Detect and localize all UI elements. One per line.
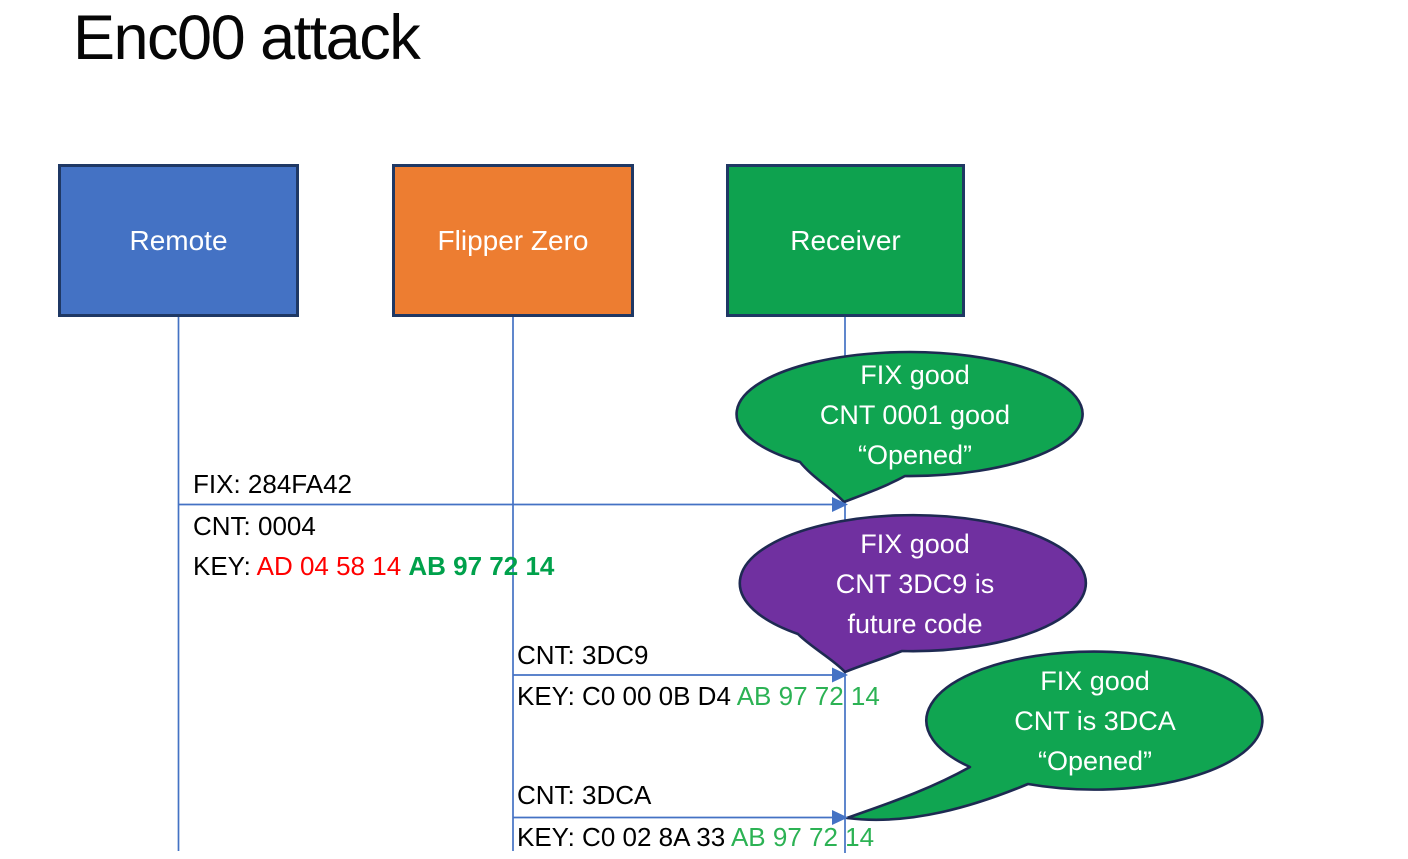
callout-opened-1-text: FIX good CNT 0001 good “Opened”	[742, 352, 1088, 478]
message-1-key: KEY: AD 04 58 14 AB 97 72 14	[193, 551, 554, 581]
callout-line: CNT 3DC9 is	[835, 569, 995, 599]
message-arrow-lines	[178, 503, 834, 819]
callout-line: “Opened”	[1037, 746, 1153, 776]
message-3-key-green-bytes: AB 97 72 14	[730, 822, 875, 852]
message-2-key-green-bytes: AB 97 72 14	[736, 681, 880, 711]
message-1-fix: FIX: 284FA42	[193, 469, 352, 499]
callout-line: FIX good	[860, 360, 970, 390]
message-1-key-green-bytes: AB 97 72 14	[408, 551, 555, 581]
message-2-key-prefix: KEY: C0 00 0B D4	[517, 681, 737, 711]
callout-future-code-bubble	[738, 513, 1088, 674]
callout-opened-1-bubble	[735, 350, 1084, 504]
callout-line: CNT 0001 good	[819, 400, 1011, 430]
actor-label-flipper-zero: Flipper Zero	[437, 224, 589, 256]
actor-label-remote: Remote	[129, 224, 228, 256]
message-2-key: KEY: C0 00 0B D4 AB 97 72 14	[517, 681, 880, 711]
message-1-arrowhead	[832, 497, 848, 512]
message-1-key-red-bytes: AD 04 58 14	[256, 551, 409, 581]
message-arrowheads	[832, 497, 848, 825]
callout-opened-2-bubble	[845, 650, 1264, 822]
callout-line: “Opened”	[857, 440, 973, 470]
message-3-key-prefix: KEY: C0 02 8A 33	[517, 822, 731, 852]
actor-box-flipper-zero: Flipper Zero	[392, 164, 634, 317]
actor-label-receiver: Receiver	[790, 224, 901, 256]
callout-line: future code	[847, 609, 983, 639]
callout-line: FIX good	[860, 529, 970, 559]
message-2-cnt: CNT: 3DC9	[517, 640, 649, 670]
message-2-arrowhead	[832, 667, 848, 683]
message-1-key-prefix: KEY:	[193, 551, 257, 581]
callout-bubbles	[735, 350, 1264, 822]
page-title: Enc00 attack	[73, 3, 421, 73]
actor-box-receiver: Receiver	[726, 164, 965, 317]
message-3-key: KEY: C0 02 8A 33 AB 97 72 14	[517, 822, 874, 852]
callout-future-code-text: FIX good CNT 3DC9 is future code	[742, 518, 1088, 650]
message-3-arrowhead	[832, 810, 848, 825]
message-3-cnt: CNT: 3DCA	[517, 780, 652, 810]
callout-opened-2-text: FIX good CNT is 3DCA “Opened”	[927, 655, 1263, 787]
actor-box-remote: Remote	[58, 164, 299, 317]
message-1-cnt: CNT: 0004	[193, 511, 316, 541]
callout-line: FIX good	[1040, 666, 1150, 696]
callout-line: CNT is 3DCA	[1014, 706, 1176, 736]
